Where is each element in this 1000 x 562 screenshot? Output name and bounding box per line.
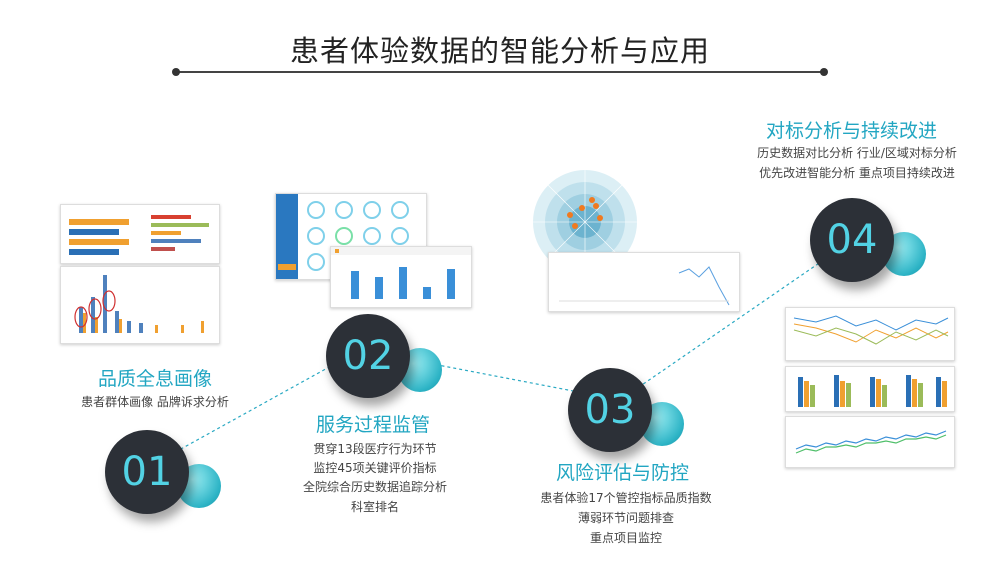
divider-left-dot	[172, 68, 180, 76]
section-02-line-1: 贯穿13段医疗行为环节	[313, 442, 437, 456]
section-02-line-3: 全院综合历史数据追踪分析	[302, 480, 447, 494]
section-03-line-1: 患者体验17个管控指标品质指数	[540, 491, 712, 505]
benchmark-bar-chart-thumbnail	[785, 366, 955, 412]
divider-right-dot	[820, 68, 828, 76]
section-01-heading: 品质全息画像	[98, 368, 213, 390]
step-03-number: 03	[568, 368, 652, 452]
section-03-line-3: 重点项目监控	[589, 531, 662, 545]
section-03-line-2: 薄弱环节问题排查	[577, 511, 674, 525]
title-divider	[176, 71, 824, 73]
section-02-heading: 服务过程监管	[316, 414, 431, 436]
section-04-line-2: 优先改进智能分析 重点项目持续改进	[759, 166, 955, 180]
persona-dashboard-thumbnail	[60, 204, 220, 264]
trend-line-thumbnail	[548, 252, 740, 312]
section-01-line-1: 患者群体画像 品牌诉求分析	[81, 395, 229, 409]
step-04-number: 04	[810, 198, 894, 282]
section-04-line-1: 历史数据对比分析 行业/区域对标分析	[757, 146, 957, 160]
step-02-number: 02	[326, 314, 410, 398]
step-02-node: 02	[326, 312, 446, 402]
score-bar-chart-thumbnail	[330, 246, 472, 308]
step-01-number: 01	[105, 430, 189, 514]
section-02-line-2: 监控45项关键评价指标	[313, 461, 437, 475]
step-01-node: 01	[105, 428, 225, 518]
step-03-node: 03	[568, 366, 688, 456]
bar-chart-thumbnail	[60, 266, 220, 344]
step-04-node: 04	[810, 196, 930, 286]
radar-chart-thumbnail	[500, 160, 670, 285]
trend-comparison-chart-thumbnail	[785, 416, 955, 468]
section-02-line-4: 科室排名	[350, 500, 399, 514]
page-title: 患者体验数据的智能分析与应用	[289, 34, 710, 68]
section-04-heading: 对标分析与持续改进	[766, 120, 938, 142]
section-03-heading: 风险评估与防控	[556, 462, 690, 484]
benchmark-line-chart-thumbnail	[785, 307, 955, 361]
